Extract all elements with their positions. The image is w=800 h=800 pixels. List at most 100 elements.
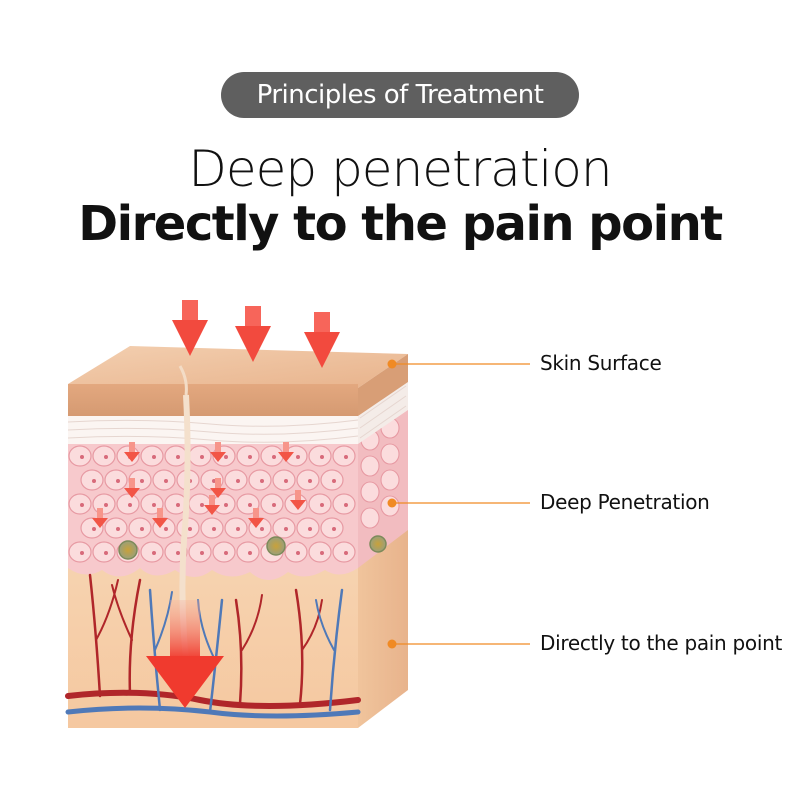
cell: [188, 493, 212, 515]
cell-nucleus: [200, 551, 204, 555]
pain-point: [369, 535, 387, 553]
fat-layer-side: [358, 524, 408, 728]
cell-nucleus: [308, 527, 312, 531]
small-arrow: [210, 478, 226, 498]
cell-nucleus: [152, 551, 156, 555]
cell-nucleus: [320, 503, 324, 507]
cell-nucleus: [296, 551, 300, 555]
cell-nucleus: [140, 479, 144, 483]
cell-nucleus: [104, 455, 108, 459]
cell-nucleus: [164, 527, 168, 531]
cell: [380, 443, 400, 465]
cell: [92, 493, 116, 515]
cell-nucleus: [152, 455, 156, 459]
cell-nucleus: [284, 479, 288, 483]
cell-nucleus: [248, 503, 252, 507]
cell: [360, 455, 380, 477]
callouts: [387, 359, 530, 649]
cell-nucleus: [176, 503, 180, 507]
cell-pattern: [68, 417, 400, 563]
cell: [68, 493, 92, 515]
cell: [248, 469, 272, 491]
cell-nucleus: [116, 527, 120, 531]
cell: [360, 481, 380, 503]
small-penetration-arrows: [92, 442, 306, 528]
cell-nucleus: [332, 527, 336, 531]
cell-nucleus: [92, 479, 96, 483]
cell-nucleus: [188, 527, 192, 531]
cell: [296, 517, 320, 539]
callout-dot-pain-point: [387, 639, 397, 649]
artery-main: [65, 689, 361, 709]
cell-nucleus: [116, 479, 120, 483]
cell: [260, 445, 284, 467]
skin-surface-side: [358, 354, 408, 416]
cell-nucleus: [236, 527, 240, 531]
callout-label-skin-surface: Skin Surface: [540, 351, 662, 375]
cell: [164, 445, 188, 467]
callout-label-deep-penetration: Deep Penetration: [540, 490, 710, 514]
callout-dot-skin-surface: [387, 359, 397, 369]
cell-nucleus: [320, 455, 324, 459]
cell: [92, 541, 116, 563]
headline-pain-point: Directly to the pain point: [78, 196, 723, 252]
cell-nucleus: [176, 551, 180, 555]
cell: [332, 493, 356, 515]
cell: [80, 469, 104, 491]
small-arrow: [290, 490, 306, 510]
cell-nucleus: [200, 455, 204, 459]
cell-nucleus: [140, 527, 144, 531]
principles-badge: Principles of Treatment: [221, 72, 579, 118]
cell: [224, 517, 248, 539]
cell: [140, 445, 164, 467]
cell: [272, 469, 296, 491]
cell-nucleus: [236, 479, 240, 483]
callout-label-pain-point: Directly to the pain point: [540, 631, 782, 655]
cell-nucleus: [212, 527, 216, 531]
cell: [332, 541, 356, 563]
cell-nucleus: [80, 503, 84, 507]
small-arrow: [210, 442, 226, 462]
cell-nucleus: [320, 551, 324, 555]
cell-nucleus: [104, 503, 108, 507]
cell: [284, 541, 308, 563]
cell-nucleus: [260, 479, 264, 483]
cell-nucleus: [332, 479, 336, 483]
cell-nucleus: [344, 551, 348, 555]
cell: [236, 445, 260, 467]
cell: [188, 445, 212, 467]
headline-deep-penetration: Deep penetration: [188, 140, 612, 198]
cell: [68, 541, 92, 563]
cell: [308, 445, 332, 467]
cell: [116, 493, 140, 515]
cell-nucleus: [224, 503, 228, 507]
cell: [320, 469, 344, 491]
cell: [272, 517, 296, 539]
cell: [188, 541, 212, 563]
skin-surface-top: [68, 346, 408, 388]
cell: [200, 517, 224, 539]
incoming-arrow: [172, 300, 208, 356]
cell-nucleus: [344, 503, 348, 507]
cell: [296, 469, 320, 491]
cell: [128, 517, 152, 539]
incoming-arrow: [235, 306, 271, 362]
incoming-arrow: [304, 312, 340, 368]
cell-nucleus: [224, 551, 228, 555]
principles-badge-label: Principles of Treatment: [256, 80, 544, 110]
cell: [212, 493, 236, 515]
cell-nucleus: [152, 503, 156, 507]
small-arrow: [204, 495, 220, 515]
cell-nucleus: [176, 455, 180, 459]
cell-nucleus: [200, 503, 204, 507]
incoming-treatment-arrows: [172, 300, 340, 368]
pain-point: [118, 540, 138, 560]
cell-nucleus: [80, 455, 84, 459]
cell-nucleus: [308, 479, 312, 483]
cell-nucleus: [224, 455, 228, 459]
pain-points: [118, 535, 387, 560]
deep-penetration-arrow: [146, 600, 224, 708]
small-arrow: [124, 442, 140, 462]
cell-nucleus: [272, 503, 276, 507]
